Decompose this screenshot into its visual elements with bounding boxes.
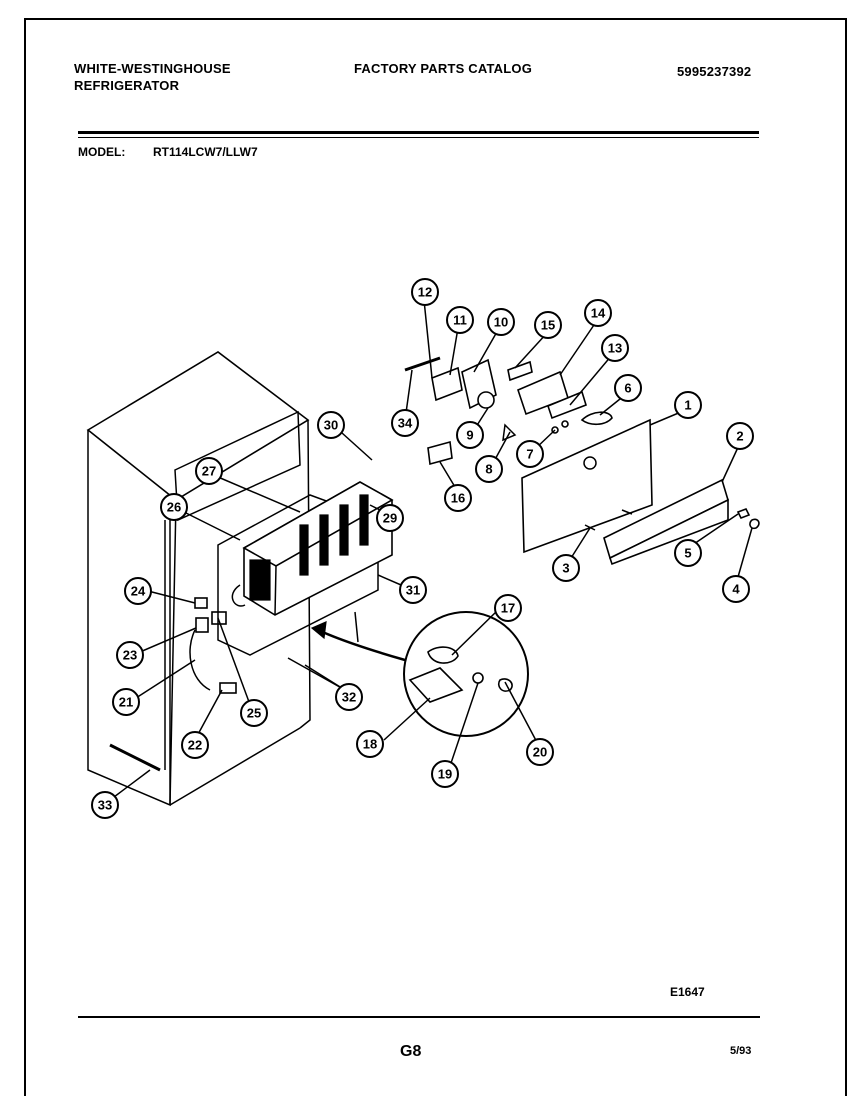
svg-text:27: 27 <box>202 464 216 479</box>
svg-text:26: 26 <box>167 500 181 515</box>
svg-text:8: 8 <box>485 462 492 477</box>
callout-31: 31 <box>399 576 427 604</box>
svg-text:16: 16 <box>451 491 465 506</box>
svg-text:7: 7 <box>526 447 533 462</box>
svg-text:1: 1 <box>684 398 691 413</box>
evaporator-drawing <box>217 481 394 656</box>
catalog-title: FACTORY PARTS CATALOG <box>354 61 533 76</box>
callout-13: 13 <box>601 334 629 362</box>
svg-text:17: 17 <box>501 601 515 616</box>
callout-3: 3 <box>552 554 580 582</box>
svg-text:31: 31 <box>406 583 420 598</box>
diagram-code: E1647 <box>670 985 705 999</box>
svg-text:32: 32 <box>342 690 356 705</box>
svg-text:11: 11 <box>453 313 467 328</box>
model-label: MODEL: <box>78 145 126 159</box>
callout-19: 19 <box>431 760 459 788</box>
svg-text:10: 10 <box>494 315 508 330</box>
svg-text:2: 2 <box>736 429 743 444</box>
svg-text:25: 25 <box>247 706 261 721</box>
svg-text:5: 5 <box>684 546 691 561</box>
brand-line-1: WHITE-WESTINGHOUSE <box>74 61 231 76</box>
callout-21: 21 <box>112 688 140 716</box>
callout-4: 4 <box>722 575 750 603</box>
callout-33: 33 <box>91 791 119 819</box>
footer-rule <box>78 1016 760 1018</box>
catalog-date: 5/93 <box>730 1045 752 1057</box>
callout-22: 22 <box>181 731 209 759</box>
svg-text:3: 3 <box>562 561 569 576</box>
callout-14: 14 <box>584 299 612 327</box>
callout-9: 9 <box>456 421 484 449</box>
callout-20: 20 <box>526 738 554 766</box>
callout-12: 12 <box>411 278 439 306</box>
callout-23: 23 <box>116 641 144 669</box>
svg-text:18: 18 <box>363 737 377 752</box>
model-value: RT114LCW7/LLW7 <box>153 145 258 159</box>
svg-text:30: 30 <box>324 418 338 433</box>
svg-text:22: 22 <box>188 738 202 753</box>
svg-text:33: 33 <box>98 798 112 813</box>
brand-line-2: REFRIGERATOR <box>74 78 180 93</box>
svg-text:34: 34 <box>398 416 413 431</box>
callout-25: 25 <box>240 699 268 727</box>
page-border <box>24 18 847 1096</box>
callout-16: 16 <box>444 484 472 512</box>
callout-30: 30 <box>317 411 345 439</box>
catalog-number: 5995237392 <box>677 64 752 79</box>
callouts: 1 2 3 4 5 6 7 8 9 10 11 12 13 14 15 16 1… <box>91 278 754 819</box>
svg-text:14: 14 <box>591 306 606 321</box>
control-parts-drawing <box>404 356 653 554</box>
svg-text:12: 12 <box>418 285 432 300</box>
svg-text:19: 19 <box>438 767 452 782</box>
callout-27: 27 <box>195 457 223 485</box>
callout-10: 10 <box>487 308 515 336</box>
page-number: G8 <box>400 1043 422 1060</box>
callout-34: 34 <box>391 409 419 437</box>
svg-text:21: 21 <box>119 695 133 710</box>
svg-text:29: 29 <box>383 511 397 526</box>
svg-text:15: 15 <box>541 318 555 333</box>
duct-drawing <box>584 478 760 566</box>
callout-11: 11 <box>446 306 474 334</box>
detail-view-drawing <box>310 611 529 737</box>
callout-18: 18 <box>356 730 384 758</box>
svg-text:24: 24 <box>131 584 146 599</box>
header-rule-thin <box>78 137 759 138</box>
svg-text:6: 6 <box>624 381 631 396</box>
callout-32: 32 <box>335 683 363 711</box>
header-rule-thick <box>78 131 759 134</box>
svg-text:9: 9 <box>466 428 473 443</box>
svg-text:4: 4 <box>732 582 740 597</box>
callout-15: 15 <box>534 311 562 339</box>
callout-5: 5 <box>674 539 702 567</box>
svg-text:23: 23 <box>123 648 137 663</box>
callout-1: 1 <box>674 391 702 419</box>
callout-29: 29 <box>376 504 404 532</box>
callout-24: 24 <box>124 577 152 605</box>
svg-text:13: 13 <box>608 341 622 356</box>
callout-26: 26 <box>160 493 188 521</box>
callout-7: 7 <box>516 440 544 468</box>
callout-2: 2 <box>726 422 754 450</box>
svg-text:20: 20 <box>533 745 547 760</box>
callout-8: 8 <box>475 455 503 483</box>
callout-6: 6 <box>614 374 642 402</box>
brand-block: WHITE-WESTINGHOUSE REFRIGERATOR <box>74 60 231 94</box>
callout-17: 17 <box>494 594 522 622</box>
